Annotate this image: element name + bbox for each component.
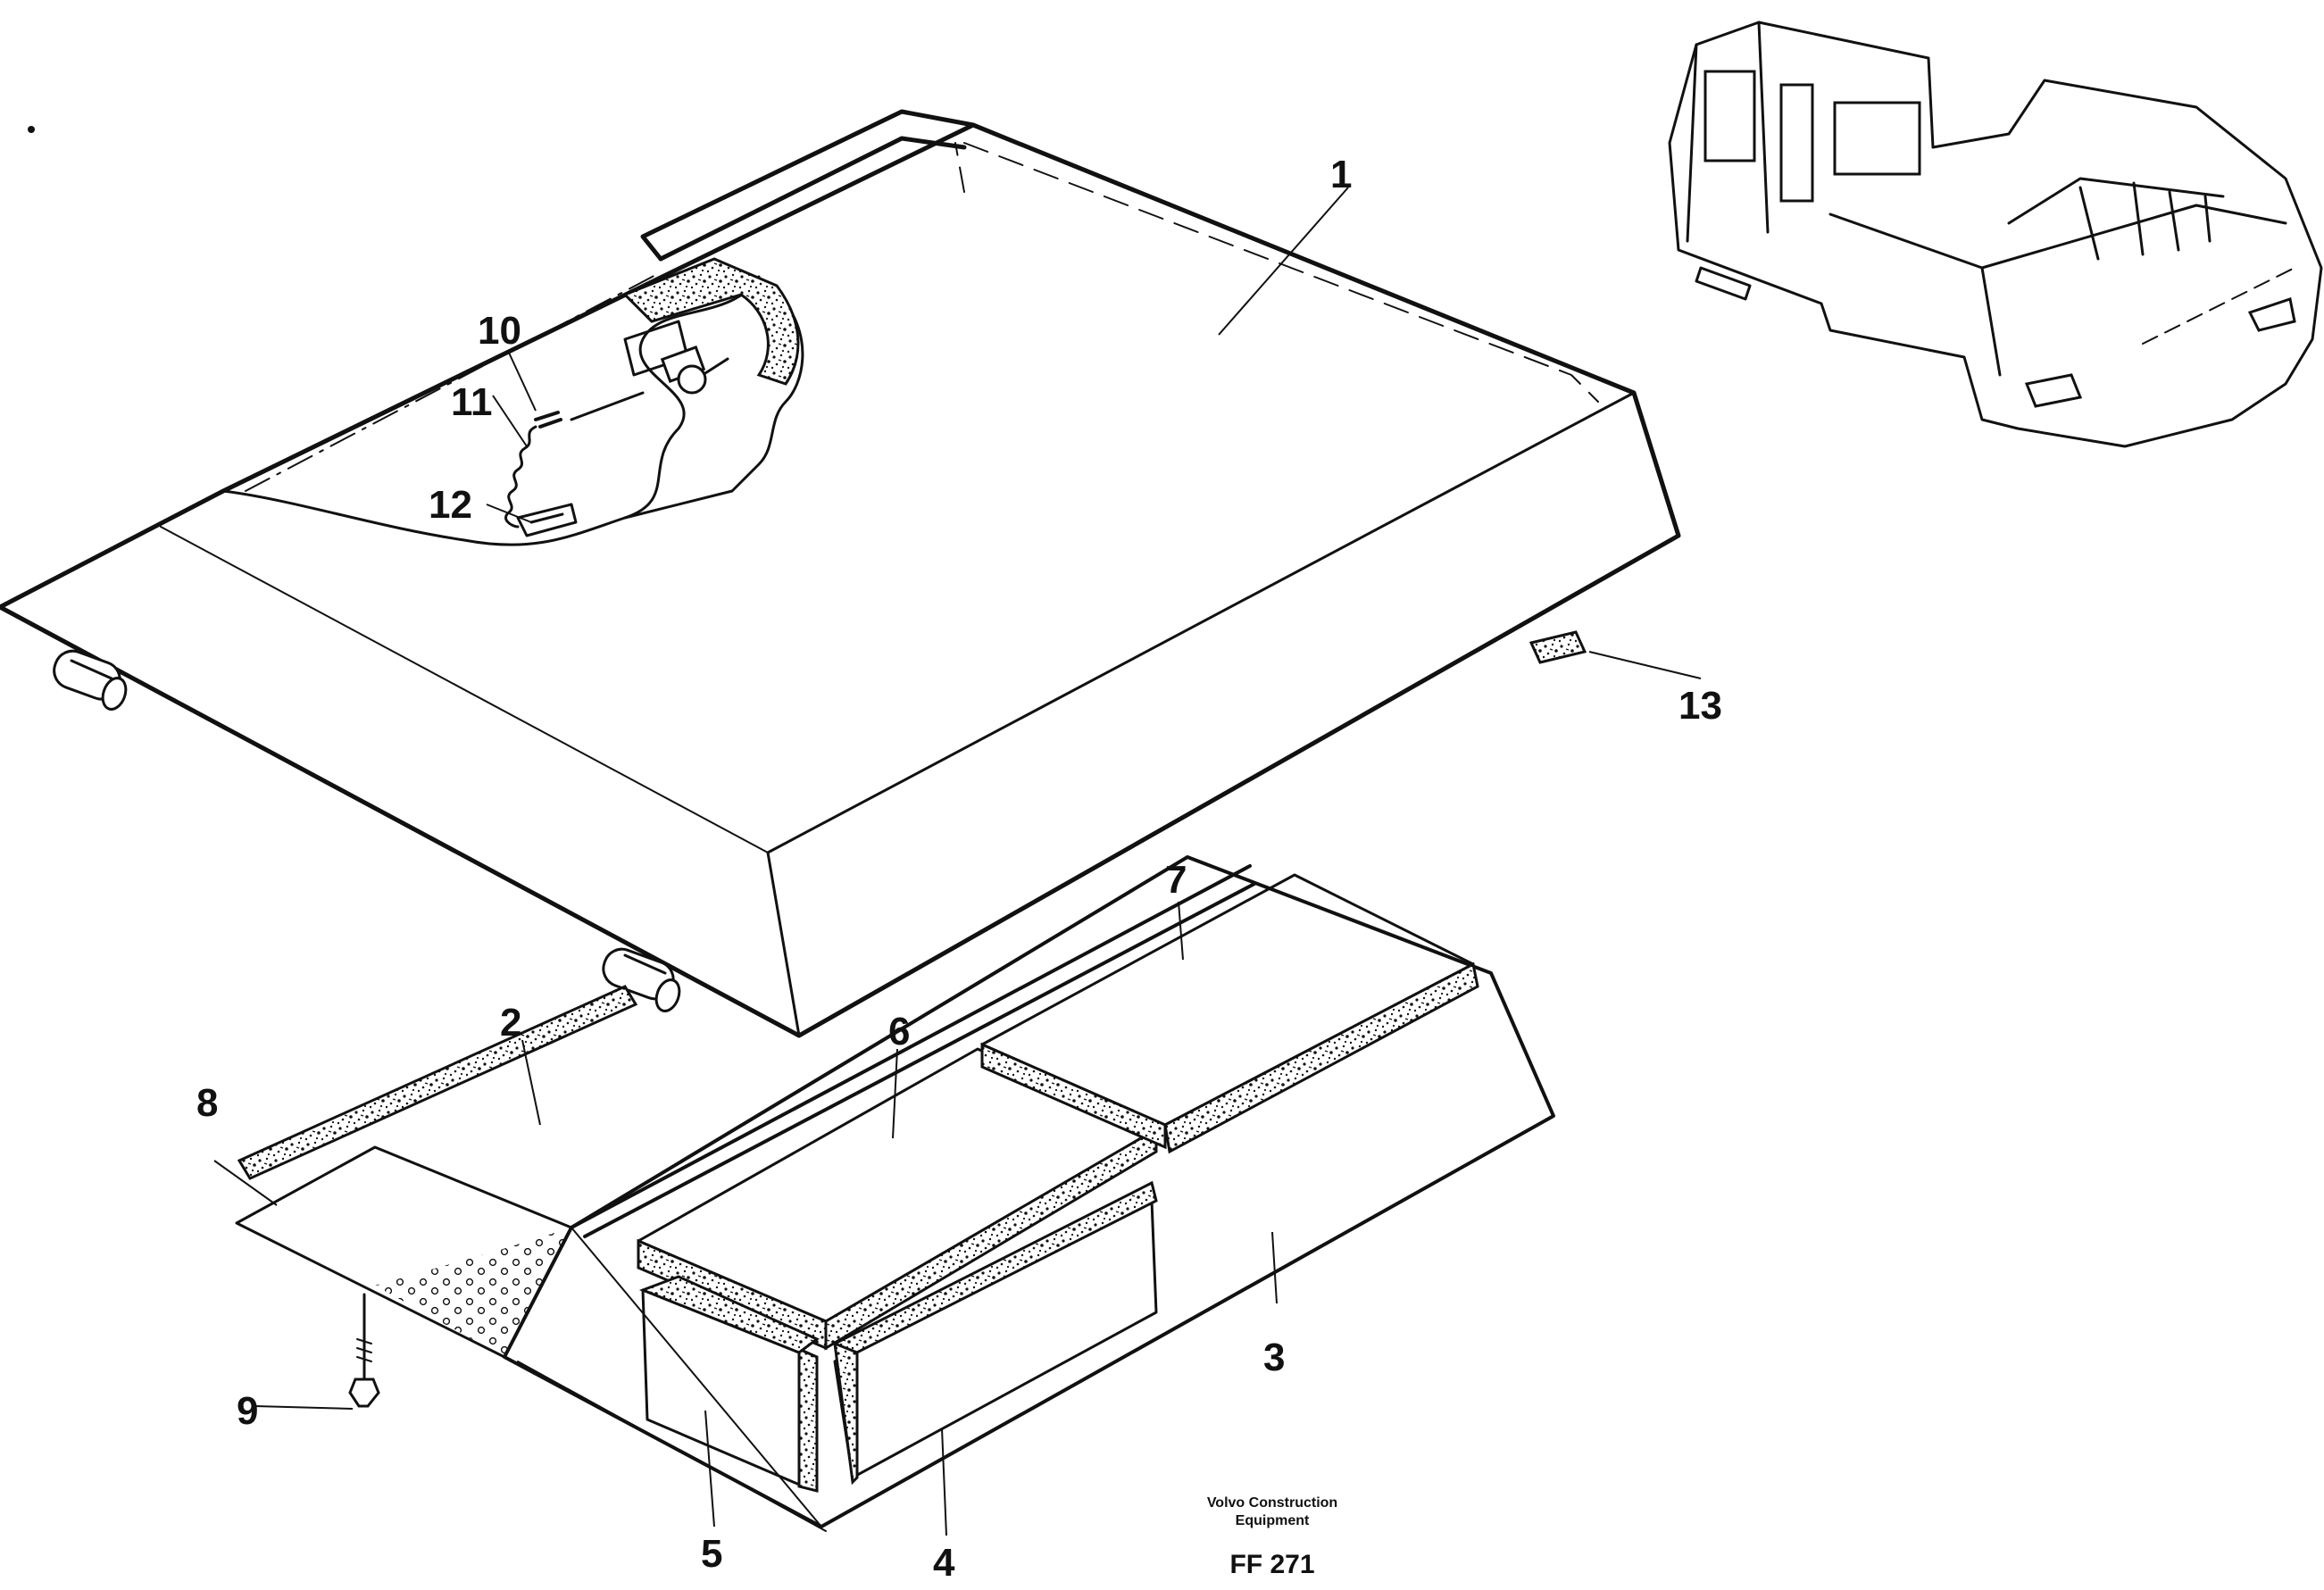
callout-5: 5 [701, 1532, 722, 1576]
leader-lines [213, 187, 1702, 1536]
stray-dot [28, 126, 35, 133]
base-insulation-kit [235, 855, 1555, 1532]
callout-2: 2 [500, 1001, 521, 1045]
rubber-buffer [1529, 630, 1587, 664]
callout-8: 8 [196, 1081, 218, 1125]
callout-13: 13 [1678, 684, 1722, 728]
company-name-line1: Volvo Construction [1207, 1495, 1337, 1511]
company-name-line2: Equipment [1236, 1513, 1310, 1528]
lock-pin [534, 411, 562, 429]
callout-7: 7 [1165, 858, 1187, 902]
callout-11: 11 [451, 380, 493, 424]
latch-assembly [570, 320, 729, 421]
callout-9: 9 [237, 1389, 258, 1433]
callout-1: 1 [1330, 153, 1352, 196]
engine-hood-lid [0, 109, 1681, 1038]
callout-4: 4 [933, 1541, 955, 1585]
drawing-code: FF 271 [1229, 1550, 1314, 1579]
callout-12: 12 [429, 483, 472, 527]
machine-location-thumbnail [1668, 21, 2323, 448]
callout-3: 3 [1263, 1336, 1285, 1379]
lid-insulation-cutaway [622, 257, 800, 386]
hinge-right [602, 947, 681, 1012]
chain-clip [516, 503, 578, 537]
safety-chain [504, 425, 537, 529]
callout-10: 10 [478, 309, 521, 353]
callout-6: 6 [888, 1010, 910, 1053]
hinge-left [53, 649, 128, 711]
screw [348, 1293, 380, 1408]
